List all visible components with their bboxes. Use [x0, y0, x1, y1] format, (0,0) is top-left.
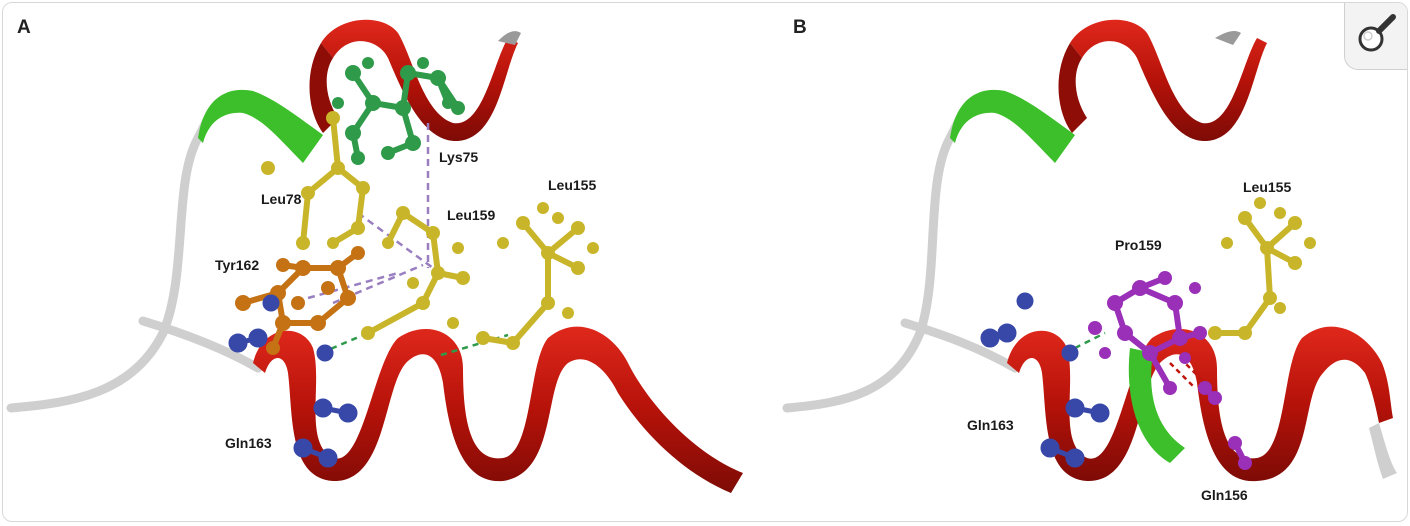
helix-top-end: [498, 31, 521, 45]
label-leu78: Leu78: [261, 191, 302, 207]
lys75-residue: [332, 57, 465, 165]
helix-bottom: [1007, 326, 1393, 482]
strand-segment-b: [1128, 348, 1185, 463]
panel-b: B Leu155 Pro159 Gln163 Gln156: [775, 3, 1407, 521]
strand-segment: [950, 89, 1075, 163]
pro159-residue: [1088, 271, 1252, 470]
label-pro159: Pro159: [1115, 237, 1162, 253]
gln163-residue: [980, 292, 1110, 468]
label-lys75: Lys75: [439, 149, 479, 165]
label-gln156: Gln156: [1201, 487, 1248, 503]
coil-ribbon-tail: [138, 316, 263, 373]
label-gln163: Gln163: [225, 435, 272, 451]
leu155-residue: [1208, 197, 1316, 340]
panel-b-structure-render: [782, 19, 1397, 482]
panel-a: A Lys75 Leu78 Leu159 Leu155 Tyr162 Gln16…: [3, 3, 763, 521]
helix-bottom-end: [1369, 423, 1397, 479]
leucine-residues: [261, 111, 599, 350]
zoom-button[interactable]: [1344, 3, 1407, 70]
helix-top-back: [1058, 43, 1087, 133]
coil-ribbon-tail: [900, 318, 1020, 373]
label-leu159: Leu159: [447, 207, 496, 223]
coil-ribbon: [6, 98, 223, 413]
helix-bottom: [253, 326, 743, 493]
helix-top-back: [309, 43, 338, 133]
helix-top: [1070, 19, 1267, 142]
strand-segment: [198, 89, 323, 163]
helix-top: [321, 19, 518, 142]
hydrogen-bond-lines: [1064, 331, 1106, 355]
panel-a-letter: A: [17, 17, 31, 38]
panel-b-letter: B: [793, 17, 807, 38]
gln163-residue: [228, 294, 358, 468]
label-leu155: Leu155: [548, 177, 597, 193]
label-leu155: Leu155: [1243, 179, 1292, 195]
magnifier-icon: [1358, 14, 1396, 52]
label-tyr162: Tyr162: [215, 257, 260, 273]
pi-interaction-lines: [1169, 357, 1206, 389]
coil-ribbon: [782, 98, 975, 413]
helix-top-end: [1215, 30, 1241, 45]
label-gln163: Gln163: [967, 417, 1014, 433]
panel-a-structure-render: [6, 19, 743, 493]
